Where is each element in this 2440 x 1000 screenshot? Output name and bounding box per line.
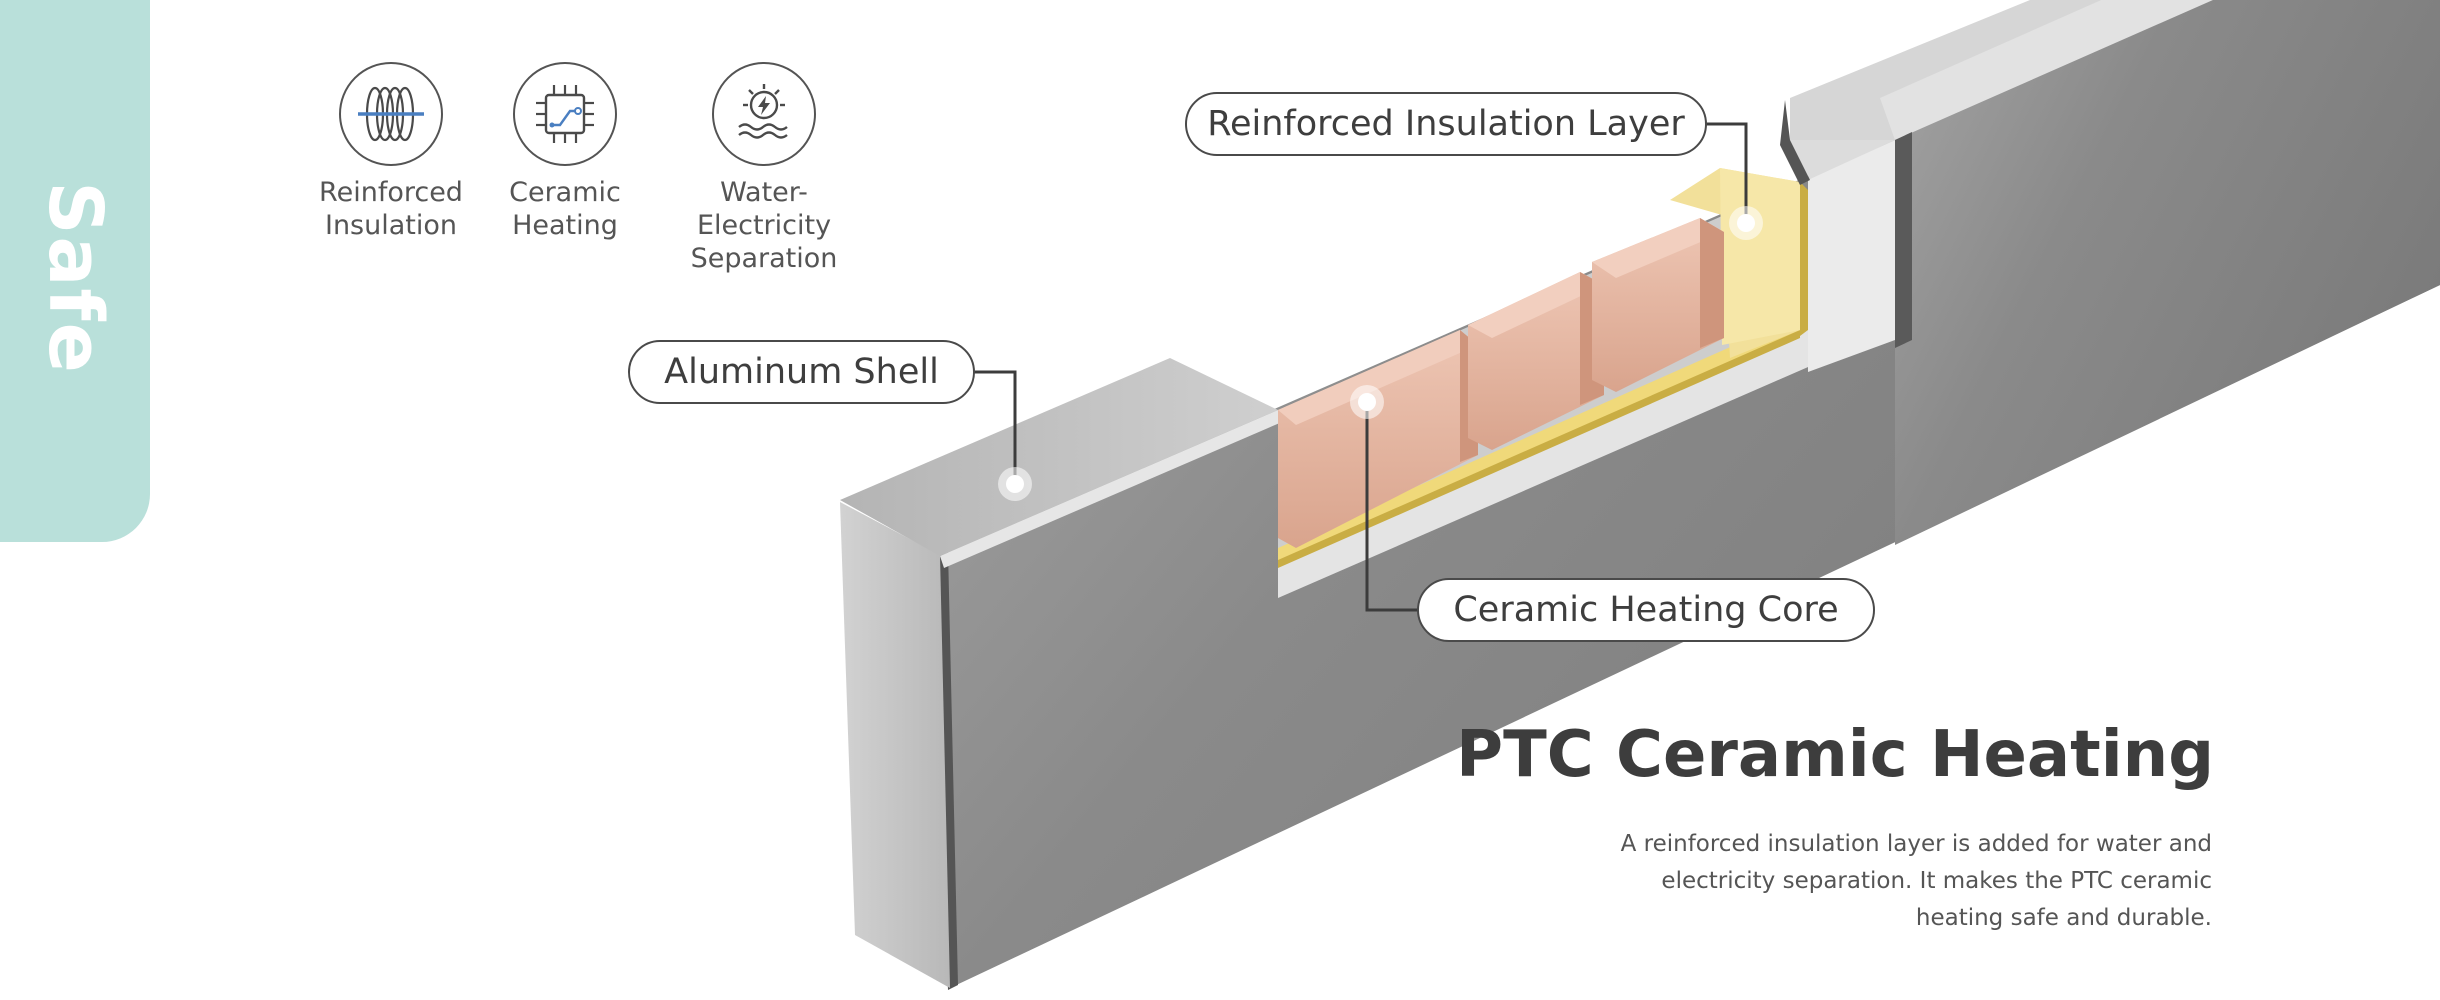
shell-marker-dot (998, 467, 1032, 501)
page-title: PTC Ceramic Heating (1456, 718, 2214, 792)
coil-icon (339, 62, 443, 166)
core-marker-dot (1350, 385, 1384, 419)
safe-tab: Safe (0, 0, 150, 542)
feature-water-electricity-separation: Water-Electricity Separation (654, 62, 874, 275)
core-leader-line (1365, 402, 1418, 612)
shell-step-wall (1808, 140, 1895, 372)
shell-top-face (840, 358, 1278, 556)
insulation-marker-dot (1729, 206, 1763, 240)
shell-leader-line (974, 370, 1017, 484)
water-electricity-icon (712, 62, 816, 166)
shell-far-top-edge (1780, 100, 1810, 185)
chip-icon (513, 62, 617, 166)
insulation-leader-line (1706, 122, 1748, 222)
shell-far-front (1895, 0, 2440, 545)
ceramic-block-3 (1592, 218, 1724, 392)
insulation-floor-shade (1278, 330, 1800, 568)
feature-label: Water-Electricity Separation (690, 177, 838, 274)
shell-end-face (840, 502, 950, 988)
ceramic-block-2 (1468, 272, 1604, 450)
callout-ceramic-heating-core: Ceramic Heating Core (1417, 578, 1875, 642)
cavity-floor (1278, 300, 1870, 598)
feature-ceramic-heating: Ceramic Heating (490, 62, 640, 242)
insulation-end-wall-front (1720, 168, 1800, 345)
insulation-end-edge (1800, 182, 1808, 336)
callout-reinforced-insulation-layer: Reinforced Insulation Layer (1185, 92, 1707, 156)
feature-label: Reinforced Insulation (319, 177, 463, 241)
shell-top-bevel (940, 410, 1282, 568)
feature-label: Ceramic Heating (509, 177, 621, 241)
feature-reinforced-insulation: Reinforced Insulation (316, 62, 466, 242)
description: A reinforced insulation layer is added f… (1620, 831, 2212, 931)
callout-aluminum-shell: Aluminum Shell (628, 340, 975, 404)
shell-far-front-edge (1895, 132, 1912, 348)
